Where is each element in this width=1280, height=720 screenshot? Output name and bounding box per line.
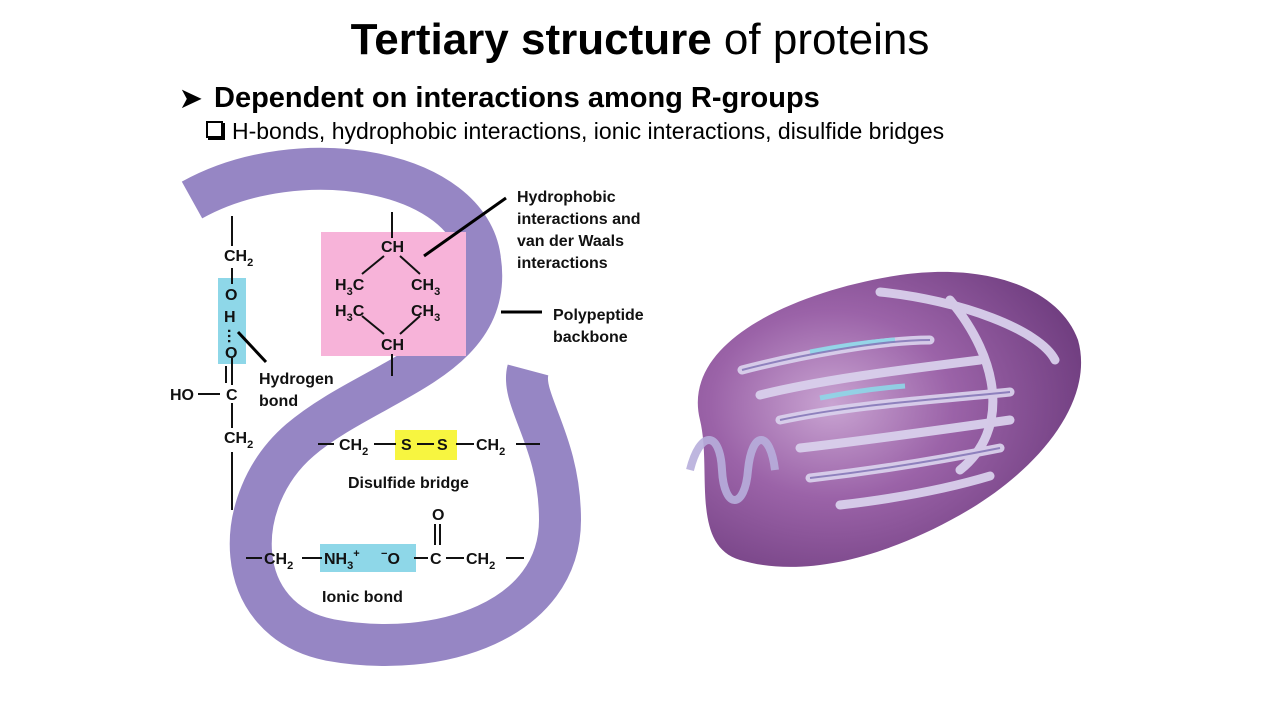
polypeptide-backbone	[181, 147, 582, 666]
bullet-main: ➤ Dependent on interactions among R-group…	[180, 82, 820, 115]
label-hydrogen-1: Hydrogen	[259, 371, 334, 388]
chem-c: C	[226, 387, 238, 404]
chem-c-ion: C	[430, 551, 442, 568]
protein-surface	[697, 271, 1082, 567]
title-rest: of proteins	[711, 15, 930, 64]
hydrophobic-pointer	[423, 196, 507, 258]
label-hydrophobic-2: interactions and	[517, 211, 641, 228]
chem-h: H	[224, 309, 236, 326]
bullet-sub: H-bonds, hydrophobic interactions, ionic…	[206, 118, 944, 145]
title-bold: Tertiary structure	[350, 15, 712, 64]
label-ionic: Ionic bond	[322, 589, 403, 606]
chem-s-left: S	[401, 437, 412, 454]
chem-ch-top: CH	[381, 239, 404, 256]
chem-ch2-ion-left: CH2	[264, 551, 293, 572]
chem-ch2-ss-right: CH2	[476, 437, 505, 458]
chem-h3c-2: H3C	[335, 303, 365, 324]
label-disulfide: Disulfide bridge	[348, 475, 469, 492]
chem-o-carbonyl: O	[432, 507, 444, 524]
chem-ho: HO	[170, 387, 194, 404]
chem-o-bottom: O	[225, 345, 237, 362]
chem-ch-bottom: CH	[381, 337, 404, 354]
chem-ch3-1: CH3	[411, 277, 440, 298]
chem-ch2-mid: CH2	[224, 430, 253, 451]
label-hydrogen-2: bond	[259, 393, 298, 410]
label-hydrophobic-1: Hydrophobic	[517, 189, 616, 206]
hydrophobic-box	[321, 232, 466, 356]
label-hydrophobic-3: van der Waals	[517, 233, 624, 250]
ionic-box	[320, 544, 416, 572]
chem-nh3: NH3+	[324, 548, 360, 572]
chem-ch2-top: CH2	[224, 248, 253, 269]
slide-title: Tertiary structure of proteins	[0, 14, 1280, 66]
chem-ch3-2: CH3	[411, 303, 440, 324]
folded-protein-illustration	[686, 271, 1082, 567]
chem-s-right: S	[437, 437, 448, 454]
bullet-sub-text: H-bonds, hydrophobic interactions, ionic…	[232, 118, 945, 144]
chem-dots: …	[224, 328, 241, 344]
bullet-main-text: Dependent on interactions among R-groups	[214, 82, 820, 114]
hbond-pointer	[236, 330, 268, 364]
label-backbone-2: backbone	[553, 329, 628, 346]
hbond-box	[218, 278, 246, 364]
chem-ch2-ion-right: CH2	[466, 551, 495, 572]
label-hydrophobic-4: interactions	[517, 255, 608, 272]
arrow-bullet-icon: ➤	[180, 83, 202, 113]
chem-o-top: O	[225, 287, 237, 304]
checkbox-bullet-icon	[206, 121, 223, 138]
chem-o-minus: −O	[381, 548, 400, 568]
chem-ch2-ss-left: CH2	[339, 437, 368, 458]
chem-h3c-1: H3C	[335, 277, 365, 298]
label-backbone-1: Polypeptide	[553, 307, 644, 324]
